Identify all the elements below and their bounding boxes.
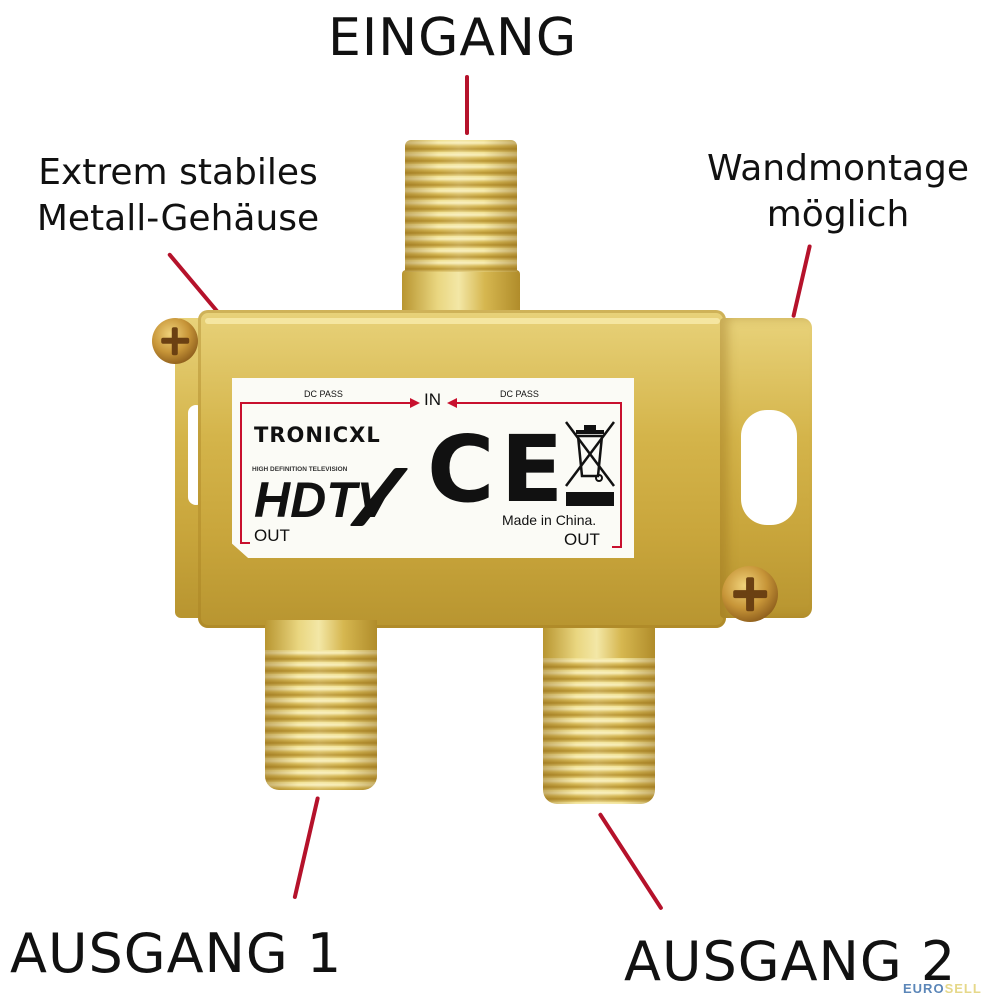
callout-housing-line2: Metall-Gehäuse xyxy=(36,198,320,239)
dc-pass-right-text: DC PASS xyxy=(500,389,539,399)
weee-bin-icon xyxy=(564,420,616,510)
housing-top-edge xyxy=(205,318,720,324)
leader-line-input xyxy=(465,75,469,135)
output2-connector-base xyxy=(543,628,655,663)
signal-path-left-bottom xyxy=(240,542,250,544)
output1-connector-base xyxy=(265,620,377,655)
callout-housing-line1: Extrem stabiles xyxy=(38,152,318,193)
out-left-text: OUT xyxy=(254,526,290,545)
ce-mark: CE xyxy=(427,416,570,523)
out-right-text: OUT xyxy=(564,530,600,549)
screw-bottom-right xyxy=(722,566,778,622)
output2-connector-thread xyxy=(543,658,655,804)
output1-connector-thread xyxy=(265,650,377,790)
signal-path-right-top xyxy=(456,402,622,404)
hdtv-logo: HIGH DEFINITION TELEVISION HDTV xyxy=(252,466,422,526)
callout-output2-label: AUSGANG 2 xyxy=(624,930,957,993)
signal-path-right-vertical xyxy=(620,402,622,548)
callout-input-label: EINGANG xyxy=(328,8,578,68)
screw-top-left xyxy=(152,318,198,364)
watermark-part1: EURO xyxy=(903,981,945,996)
watermark-logo: EUROSELL xyxy=(903,981,982,996)
callout-output1-label: AUSGANG 1 xyxy=(10,922,343,985)
input-connector-thread xyxy=(405,140,517,272)
signal-path-left-vertical xyxy=(240,402,242,544)
arrow-left-icon xyxy=(447,398,457,408)
callout-housing-label: Extrem stabiles Metall-Gehäuse xyxy=(18,150,338,242)
hdtv-tagline: HIGH DEFINITION TELEVISION xyxy=(252,466,348,473)
callout-wall-mount-label: Wandmontage möglich xyxy=(688,146,988,238)
callout-wall-mount-line2: möglich xyxy=(766,194,910,235)
device-label-sticker: DC PASS IN DC PASS TRONICXL HIGH DEFINIT… xyxy=(232,378,634,558)
made-in-china-text: Made in China. xyxy=(502,512,597,528)
callout-wall-mount-line1: Wandmontage xyxy=(706,148,970,189)
arrow-right-icon xyxy=(410,398,420,408)
signal-path-right-bottom xyxy=(612,546,622,548)
wall-mount-slot xyxy=(741,410,797,525)
in-port-text: IN xyxy=(424,390,441,409)
watermark-part2: SELL xyxy=(944,981,982,996)
dc-pass-left-text: DC PASS xyxy=(304,389,343,399)
brand-name: TRONICXL xyxy=(254,423,381,447)
signal-path-left-top xyxy=(240,402,412,404)
